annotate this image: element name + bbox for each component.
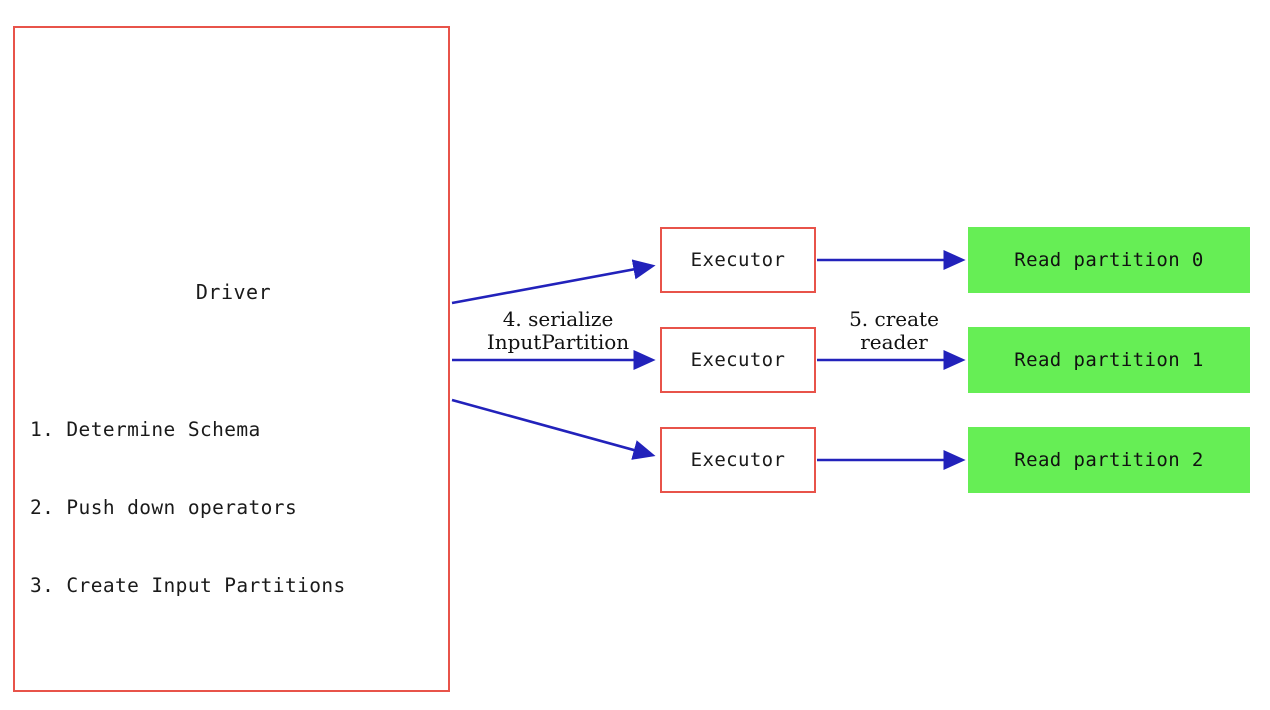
executor-box-1: Executor [660,227,816,293]
partition-box-2: Read partition 2 [968,427,1250,493]
arrow-label-create-line2: reader [860,330,928,354]
driver-steps-list: 1. Determine Schema 2. Push down operato… [30,365,346,651]
arrow-label-serialize-line1: 4. serialize [502,307,614,331]
executor-label-3: Executor [690,449,786,471]
executor-label-2: Executor [690,349,786,371]
arrow-label-create-line1: 5. create [849,307,939,331]
executor-label-1: Executor [690,249,786,271]
arrow-driver-to-executor-3 [451,398,656,460]
arrow-driver-to-executor-1 [451,259,656,305]
partition-label-1: Read partition 1 [1014,349,1204,371]
arrow-label-serialize: 4. serialize InputPartition [460,308,656,354]
driver-step-3: 3. Create Input Partitions [30,574,346,597]
driver-step-2: 2. Push down operators [30,496,298,519]
arrow-label-create-reader: 5. create reader [826,308,962,354]
executor-box-3: Executor [660,427,816,493]
executor-box-2: Executor [660,327,816,393]
partition-box-0: Read partition 0 [968,227,1250,293]
partition-box-1: Read partition 1 [968,327,1250,393]
partition-label-0: Read partition 0 [1014,249,1204,271]
partition-label-2: Read partition 2 [1014,449,1204,471]
driver-step-1: 1. Determine Schema [30,418,261,441]
arrow-label-serialize-line2: InputPartition [486,330,630,354]
driver-box: Driver 1. Determine Schema 2. Push down … [13,26,450,692]
driver-title: Driver [195,280,272,304]
